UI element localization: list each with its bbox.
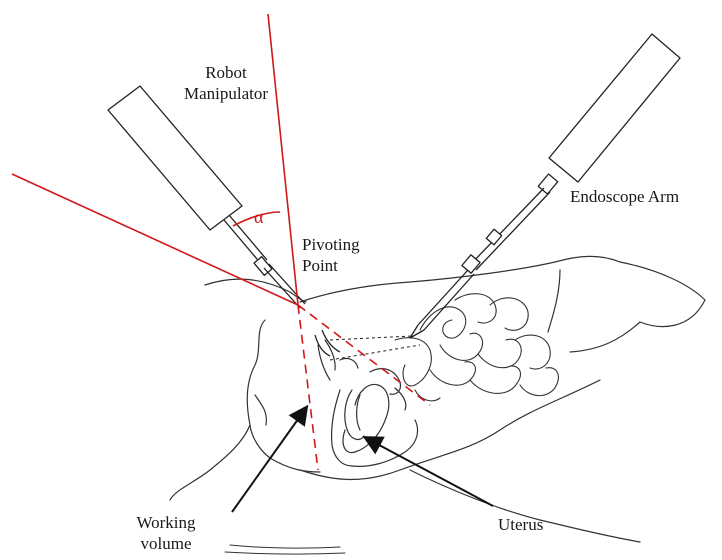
robot-manipulator <box>108 86 340 356</box>
working-volume-arrow <box>232 408 306 512</box>
pivot-label-line1: Pivoting <box>302 234 360 255</box>
endoscope-arm-body <box>549 34 680 182</box>
uterus-label: Uterus <box>498 514 543 535</box>
lower-limit-line <box>12 174 298 305</box>
robot-manipulator-body <box>108 86 242 230</box>
pivoting-point-label: Pivoting Point <box>302 234 360 277</box>
intestines-sketch <box>395 294 558 401</box>
working-label-line2: volume <box>116 533 216 554</box>
robot-label-line1: Robot <box>176 62 276 83</box>
robot-label-line2: Manipulator <box>176 83 276 104</box>
pivot-label-line2: Point <box>302 255 360 276</box>
working-volume-edge-left <box>298 305 318 470</box>
annotation-arrows <box>232 408 493 512</box>
upper-limit-line <box>268 14 298 305</box>
working-volume-label: Working volume <box>116 512 216 555</box>
working-volume-edge-right <box>298 305 430 405</box>
working-label-line1: Working <box>116 512 216 533</box>
robot-manipulator-label: Robot Manipulator <box>176 62 276 105</box>
patient-body-outline <box>170 256 705 554</box>
endoscope-arm-label: Endoscope Arm <box>570 186 679 207</box>
uterus-arrow <box>366 438 493 506</box>
uterus-sketch <box>318 340 418 466</box>
alpha-symbol: α <box>254 206 263 229</box>
